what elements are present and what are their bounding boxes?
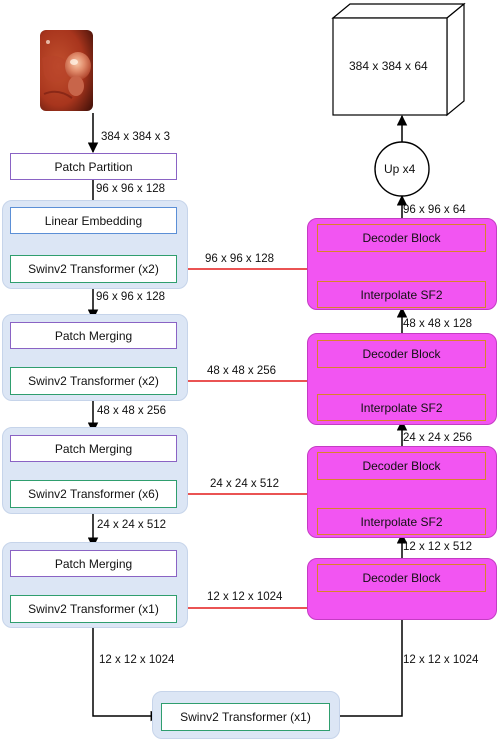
input-dim-label: 384 x 384 x 3 [101, 131, 171, 143]
decoder-block-1-box: Decoder Block [317, 224, 486, 252]
skip2-dim-label: 48 x 48 x 256 [207, 365, 277, 377]
output-dimension-label: 384 x 384 x 64 [349, 59, 428, 73]
stage2-transformer-box: Swinv2 Transformer (x2) [10, 367, 177, 395]
skip1-dim-label: 96 x 96 x 128 [205, 253, 275, 265]
decoder-block-2-label: Decoder Block [362, 347, 441, 361]
interpolate-2-box: Interpolate SF2 [317, 394, 486, 421]
patch-merging-2-label: Patch Merging [54, 441, 133, 456]
patch-partition-label: Patch Partition [54, 159, 133, 174]
patch-merging-3-box: Patch Merging [10, 550, 177, 577]
bottleneck-out-dim-label: 12 x 12 x 1024 [403, 654, 479, 666]
upsample-node [374, 141, 430, 197]
arrow-bottleneck-to-decoder4 [330, 607, 408, 717]
decoder-block-3-box: Decoder Block [317, 452, 486, 480]
stage2-transformer-label: Swinv2 Transformer (x2) [28, 374, 159, 388]
partition-dim-label: 96 x 96 x 128 [96, 183, 166, 195]
stage3-transformer-box: Swinv2 Transformer (x6) [10, 480, 177, 508]
dec2-to-dec1-dim-label: 48 x 48 x 128 [403, 318, 473, 330]
endoscopy-polyp-image [38, 28, 93, 113]
dec1-out-dim-label: 96 x 96 x 64 [403, 204, 466, 216]
patch-merging-3-label: Patch Merging [54, 556, 133, 571]
arrow-stage4-to-bottleneck [92, 624, 162, 722]
stage1-transformer-box: Swinv2 Transformer (x2) [10, 255, 177, 283]
interpolate-3-box: Interpolate SF2 [317, 508, 486, 535]
stage3-transformer-label: Swinv2 Transformer (x6) [28, 487, 159, 501]
decoder-block-4-box: Decoder Block [317, 564, 486, 592]
output-cube [331, 2, 466, 117]
decoder-block-3-label: Decoder Block [362, 459, 441, 473]
skip3-dim-label: 24 x 24 x 512 [210, 478, 280, 490]
decoder-block-1-label: Decoder Block [362, 231, 441, 245]
patch-merging-2-box: Patch Merging [10, 435, 177, 462]
stage4-out-dim-label: 12 x 12 x 1024 [99, 654, 175, 666]
bottleneck-transformer-box: Swinv2 Transformer (x1) [161, 703, 330, 731]
dec3-to-dec2-dim-label: 24 x 24 x 256 [403, 432, 473, 444]
interpolate-3-label: Interpolate SF2 [360, 514, 443, 529]
patch-partition-box: Patch Partition [10, 153, 177, 180]
decoder-block-2-box: Decoder Block [317, 340, 486, 368]
stage1-out-dim-label: 96 x 96 x 128 [96, 291, 166, 303]
decoder-block-4-label: Decoder Block [362, 571, 441, 585]
patch-merging-1-label: Patch Merging [54, 328, 133, 343]
linear-embedding-label: Linear Embedding [44, 213, 143, 228]
dec4-to-dec3-dim-label: 12 x 12 x 512 [403, 541, 473, 553]
stage4-transformer-box: Swinv2 Transformer (x1) [10, 595, 177, 623]
interpolate-1-box: Interpolate SF2 [317, 281, 486, 308]
input-image [38, 28, 93, 113]
bottleneck-transformer-label: Swinv2 Transformer (x1) [180, 710, 311, 724]
stage4-transformer-label: Swinv2 Transformer (x1) [28, 602, 159, 616]
interpolate-2-label: Interpolate SF2 [360, 400, 443, 415]
linear-embedding-box: Linear Embedding [10, 207, 177, 234]
patch-merging-1-box: Patch Merging [10, 322, 177, 349]
stage3-out-dim-label: 24 x 24 x 512 [97, 519, 167, 531]
skip4-dim-label: 12 x 12 x 1024 [207, 591, 283, 603]
interpolate-1-label: Interpolate SF2 [360, 287, 443, 302]
stage1-transformer-label: Swinv2 Transformer (x2) [28, 262, 159, 276]
stage2-out-dim-label: 48 x 48 x 256 [97, 405, 167, 417]
upsample-label: Up x4 [384, 162, 416, 176]
